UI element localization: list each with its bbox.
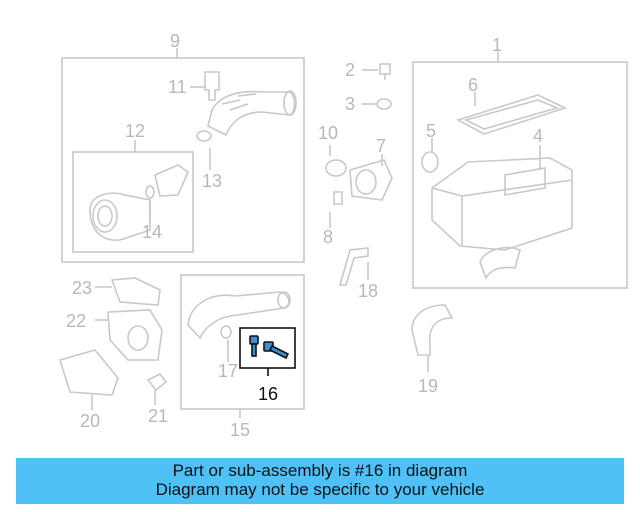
callout-12[interactable]: 12 xyxy=(125,121,146,141)
group-1-frame xyxy=(412,61,628,289)
callout-8[interactable]: 8 xyxy=(323,227,334,247)
callout-13[interactable]: 13 xyxy=(202,171,223,191)
group-12-frame xyxy=(72,151,194,253)
callout-6[interactable]: 6 xyxy=(468,75,479,95)
callout-16[interactable]: 16 xyxy=(258,384,279,404)
banner-line-2: Diagram may not be specific to your vehi… xyxy=(155,480,485,499)
callout-20[interactable]: 20 xyxy=(80,411,101,431)
callout-7[interactable]: 7 xyxy=(376,136,387,156)
callout-23[interactable]: 23 xyxy=(72,278,93,298)
callout-22[interactable]: 22 xyxy=(66,311,87,331)
callout-5[interactable]: 5 xyxy=(426,121,437,141)
callout-1[interactable]: 1 xyxy=(492,35,503,55)
callout-18[interactable]: 18 xyxy=(358,281,379,301)
group-9-frame xyxy=(61,57,305,263)
part-16-highlight xyxy=(239,327,296,376)
group-15-frame xyxy=(180,274,305,410)
callout-15[interactable]: 15 xyxy=(230,420,251,440)
banner-line-1: Part or sub-assembly is #16 in diagram xyxy=(172,461,468,480)
callout-2[interactable]: 2 xyxy=(345,60,356,80)
callout-3[interactable]: 3 xyxy=(345,94,356,114)
callout-4[interactable]: 4 xyxy=(533,126,544,146)
callout-19[interactable]: 19 xyxy=(418,376,439,396)
callout-21[interactable]: 21 xyxy=(148,406,169,426)
info-banner: Part or sub-assembly is #16 in diagram D… xyxy=(16,458,624,504)
callout-11[interactable]: 11 xyxy=(168,77,187,97)
parts-diagram: 9 11 12 13 14 1 2 3 6 5 4 10 7 8 18 23 2… xyxy=(58,31,628,440)
callout-10[interactable]: 10 xyxy=(318,123,339,143)
callout-17[interactable]: 17 xyxy=(218,361,239,381)
callout-9[interactable]: 9 xyxy=(170,31,181,51)
diagram-drawing xyxy=(58,48,628,418)
callout-14[interactable]: 14 xyxy=(142,222,163,242)
